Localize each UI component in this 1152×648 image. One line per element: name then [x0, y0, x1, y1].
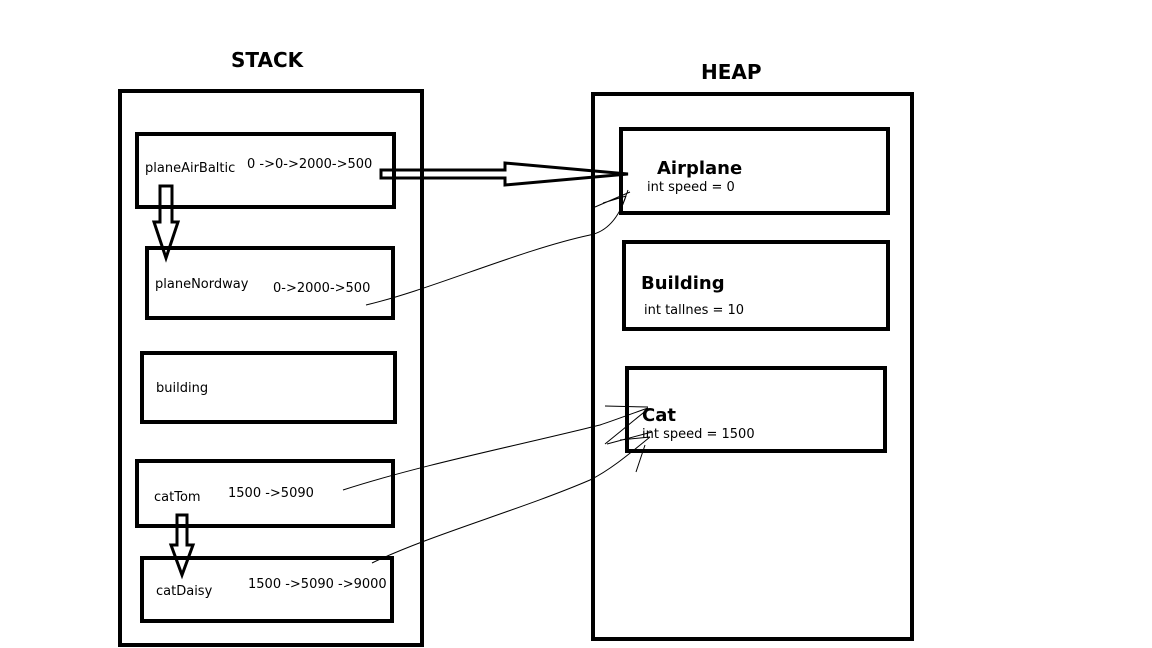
ref-line-nordway-arrowhead [594, 189, 631, 213]
heap-title: HEAP [701, 60, 762, 84]
stack-var-name: catTom [154, 490, 201, 505]
heap-container [591, 92, 914, 641]
heap-object-airplane: Airplane int speed = 0 [619, 127, 890, 215]
stack-var-name: catDaisy [156, 584, 213, 599]
heap-object-class: Airplane [657, 158, 743, 179]
heap-object-field: int tallnes = 10 [644, 303, 745, 318]
stack-var-value: 1500 ->5090 ->9000 [248, 577, 387, 592]
ref-arrow-airbaltic-airplane [379, 161, 629, 187]
stack-var-value: 1500 ->5090 [228, 486, 314, 501]
heap-object-class: Building [641, 273, 725, 294]
stack-var-building: building [140, 351, 397, 424]
stack-title: STACK [231, 48, 304, 72]
stack-var-cattom: catTom 1500 ->5090 [135, 459, 395, 528]
stack-var-planenordway: planeNordway 0->2000->500 [145, 246, 395, 320]
stack-var-catdaisy: catDaisy 1500 ->5090 ->9000 [140, 556, 394, 623]
ref-line-catdaisy-arrowhead [606, 431, 653, 473]
heap-object-field: int speed = 0 [647, 180, 735, 195]
copy-arrow-airbaltic-nordway [151, 184, 181, 263]
copy-arrow-cattom-catdaisy [168, 513, 196, 580]
heap-object-class: Cat [642, 405, 676, 426]
stack-var-name: planeAirBaltic [145, 161, 236, 176]
stack-var-value: 0->2000->500 [273, 281, 371, 296]
heap-object-cat: Cat int speed = 1500 [625, 366, 887, 453]
ref-line-cattom-arrowhead [604, 405, 649, 445]
heap-object-building: Building int tallnes = 10 [622, 240, 890, 331]
ref-line-nordway-airplane [365, 195, 627, 306]
stack-var-name: building [156, 381, 209, 396]
stack-var-planeairbaltic: planeAirBaltic 0 ->0->2000->500 [135, 132, 396, 209]
stack-var-name: planeNordway [155, 277, 249, 292]
ref-line-catdaisy-cat [371, 436, 651, 564]
stack-var-value: 0 ->0->2000->500 [247, 157, 373, 172]
heap-object-field: int speed = 1500 [642, 427, 755, 442]
ref-line-cattom-cat [342, 407, 649, 491]
stack-container [118, 89, 424, 647]
